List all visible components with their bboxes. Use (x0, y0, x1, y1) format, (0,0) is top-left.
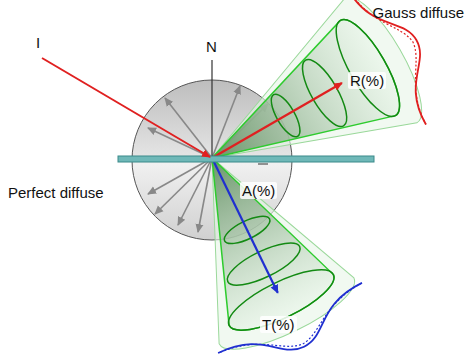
figure-label: R(%) (348, 72, 386, 89)
figure-label: A(%) (240, 182, 277, 199)
figure-label: T(%) (260, 316, 297, 333)
figure-label: N (206, 38, 217, 55)
figure-label: Perfect diffuse (6, 184, 106, 201)
figure-label: I (36, 34, 40, 51)
figure-label: Gauss diffuse (373, 4, 464, 21)
